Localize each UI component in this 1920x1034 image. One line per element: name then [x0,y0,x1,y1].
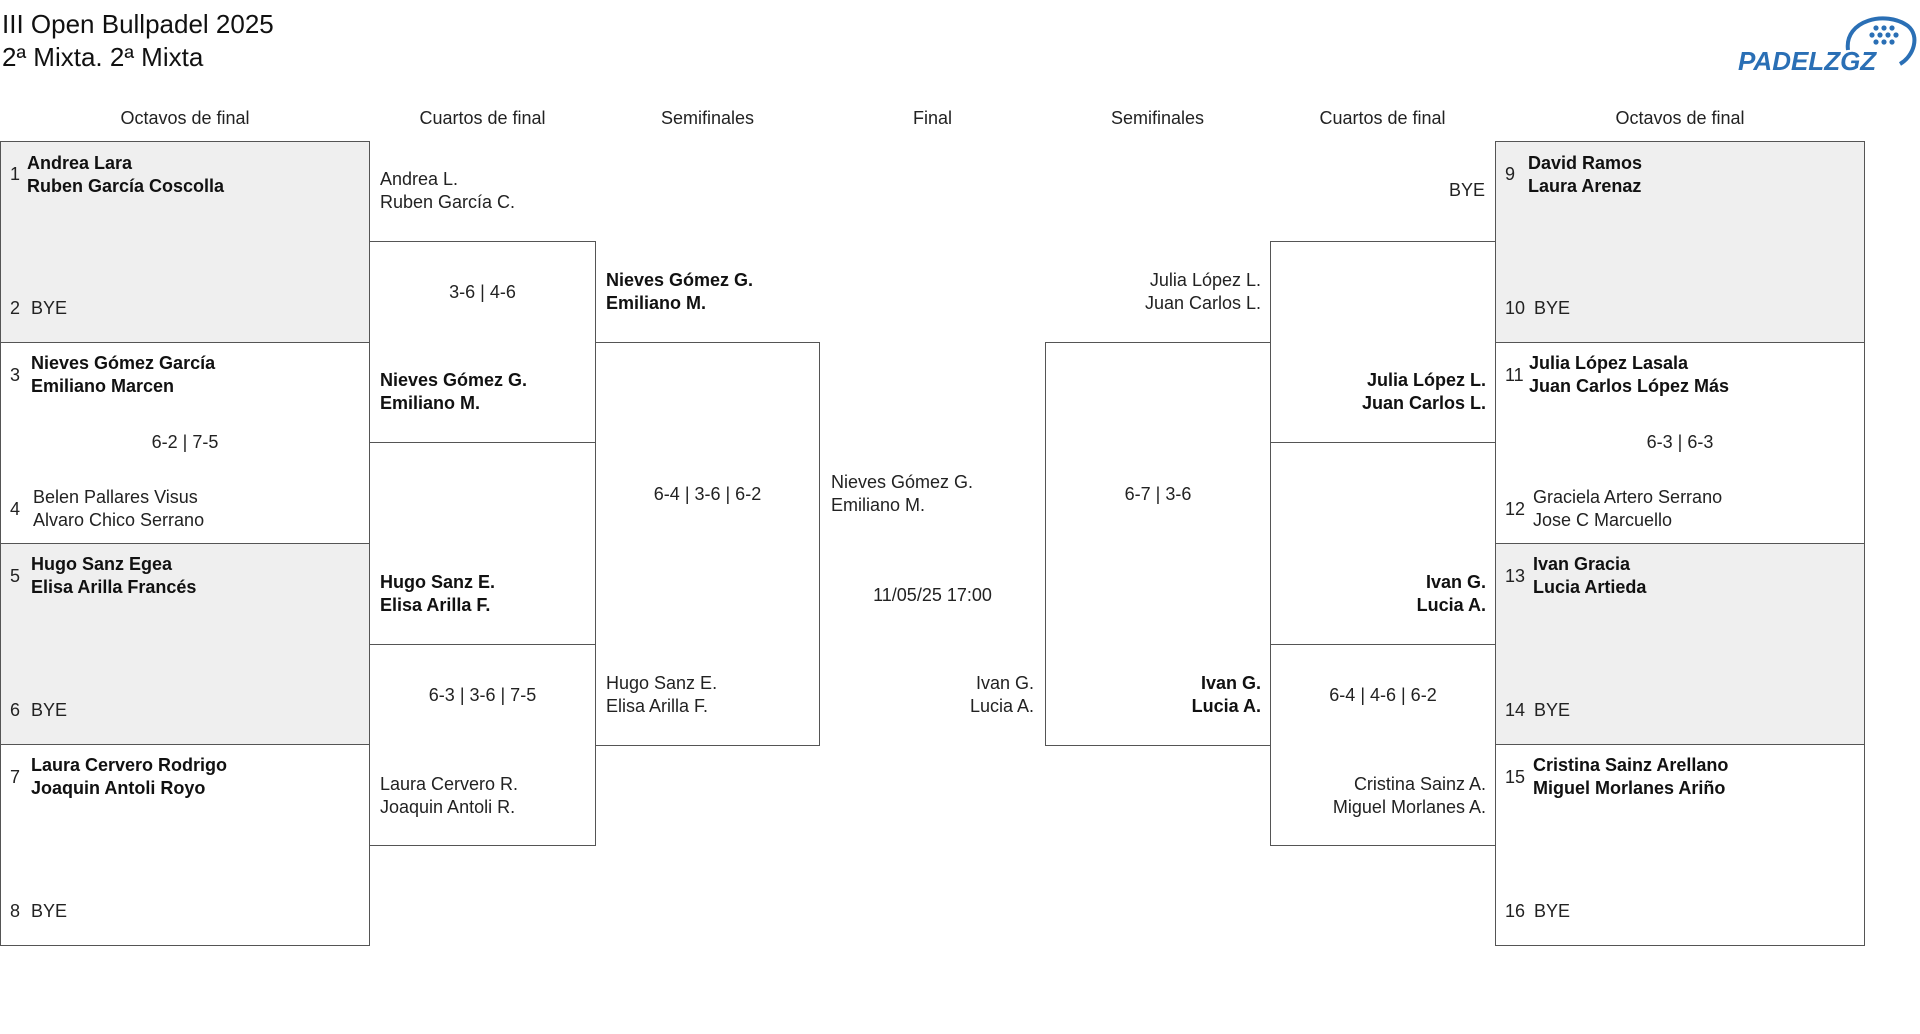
seed-number: 5 [10,566,21,586]
player-name: Lucia Artieda [1533,577,1647,597]
title-line-1: III Open Bullpadel 2025 [2,9,274,39]
match-score: 6-7 | 3-6 [1124,484,1192,504]
col-header-final: Final [912,108,952,128]
player-name: Laura Arenaz [1528,176,1642,196]
seed-number: 4 [10,499,21,519]
padelzgz-logo: PADELZGZ [1736,10,1920,76]
player-name: Emiliano Marcen [31,376,175,396]
seed-number: 3 [10,365,21,385]
match-score: 6-4 | 3-6 | 6-2 [653,484,762,504]
match-box-right-r16-4 [1495,744,1865,946]
player-name: Andrea L. [380,169,459,189]
player-name: Juan Carlos López Más [1529,376,1730,396]
bye-label: BYE [31,901,68,921]
match-score: 6-3 | 3-6 | 7-5 [428,685,537,705]
finalist-name: Ivan G. [975,673,1034,693]
col-header-right-r16: Octavos de final [1615,108,1745,128]
bye-label: BYE [1534,901,1571,921]
logo-text: PADELZGZ [1738,46,1877,74]
player-name: Lucia A. [1416,595,1486,615]
player-name: Cristina Sainz A. [1353,774,1486,794]
match-score: 6-3 | 6-3 [1646,432,1714,452]
seed-number: 10 [1505,298,1526,318]
tournament-title: III Open Bullpadel 2025 2ª Mixta. 2ª Mix… [2,8,274,74]
player-name: Julia López L. [1366,370,1486,390]
col-header-left-qf: Cuartos de final [419,108,546,128]
col-header-right-qf: Cuartos de final [1319,108,1446,128]
player-name: Elisa Arilla F. [606,696,709,716]
final-datetime: 11/05/25 17:00 [873,585,992,605]
player-name: Laura Cervero R. [380,774,519,794]
match-box-right-r16-1 [1495,141,1865,343]
col-header-left-sf: Semifinales [660,108,755,128]
seed-number: 15 [1505,767,1526,787]
player-name: Emiliano M. [606,293,707,313]
player-name: Juan Carlos L. [1144,293,1261,313]
player-name: Cristina Sainz Arellano [1533,755,1729,775]
title-line-2: 2ª Mixta. 2ª Mixta [2,42,204,72]
match-score: 3-6 | 4-6 [449,282,516,302]
finalist-name: Nieves Gómez G. [831,472,974,492]
match-score: 6-4 | 4-6 | 6-2 [1329,685,1437,705]
player-name: Ivan G. [1425,572,1486,592]
player-name: Alvaro Chico Serrano [33,510,205,530]
seed-number: 14 [1505,700,1526,720]
bye-label: BYE [1448,180,1485,200]
player-name: Juan Carlos L. [1361,393,1486,413]
player-name: Joaquin Antoli Royo [31,778,206,798]
player-name: Ruben García C. [380,192,516,212]
seed-number: 1 [10,164,21,184]
player-name: Miguel Morlanes Ariño [1533,778,1726,798]
seed-number: 8 [10,901,21,921]
player-name: Julia López Lasala [1529,353,1689,373]
player-name: Ivan G. [1200,673,1261,693]
player-name: Andrea Lara [27,153,133,173]
player-name: Nieves Gómez G. [606,270,754,290]
player-name: Miguel Morlanes A. [1332,797,1486,817]
bye-label: BYE [1534,298,1571,318]
seed-number: 7 [10,767,21,787]
player-name: Jose C Marcuello [1533,510,1673,530]
finalist-name: Emiliano M. [831,495,926,515]
player-name: Hugo Sanz Egea [31,554,173,574]
player-name: David Ramos [1528,153,1643,173]
player-name: Laura Cervero Rodrigo [31,755,228,775]
match-box-left-sf [595,342,820,746]
player-name: Emiliano M. [380,393,481,413]
seed-number: 13 [1505,566,1526,586]
seed-number: 9 [1505,164,1516,184]
player-name: Elisa Arilla F. [380,595,491,615]
player-name: Ivan Gracia [1533,554,1631,574]
player-name: Lucia A. [1191,696,1261,716]
seed-number: 16 [1505,901,1526,921]
col-header-left-r16: Octavos de final [120,108,250,128]
player-name: Ruben García Coscolla [27,176,225,196]
player-name: Elisa Arilla Francés [31,577,197,597]
col-header-right-sf: Semifinales [1110,108,1205,128]
seed-number: 2 [10,298,21,318]
player-name: Joaquin Antoli R. [380,797,516,817]
match-box-right-sf [1045,342,1271,746]
match-score: 6-2 | 7-5 [151,432,219,452]
bye-label: BYE [31,298,68,318]
seed-number: 6 [10,700,21,720]
player-name: Hugo Sanz E. [606,673,718,693]
bye-label: BYE [31,700,68,720]
bye-label: BYE [1534,700,1571,720]
player-name: Graciela Artero Serrano [1533,487,1723,507]
player-name: Belen Pallares Visus [33,487,198,507]
player-name: Nieves Gómez G. [380,370,528,390]
match-box-left-r16-1 [0,141,370,343]
player-name: Hugo Sanz E. [380,572,496,592]
player-name: Nieves Gómez García [31,353,216,373]
finalist-name: Lucia A. [969,696,1034,716]
seed-number: 11 [1505,365,1524,385]
player-name: Julia López L. [1149,270,1261,290]
match-box-left-r16-3 [0,543,370,745]
seed-number: 12 [1505,499,1526,519]
